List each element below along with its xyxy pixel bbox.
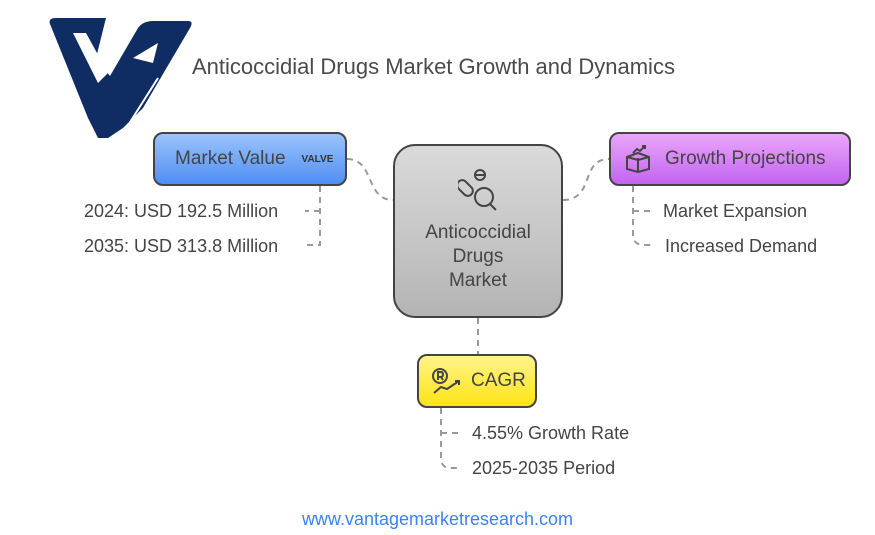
rupee-growth-icon [432, 368, 460, 394]
market-value-label: Market Value [175, 148, 286, 169]
valve-icon: VALVE [301, 153, 334, 165]
center-line2: Drugs [452, 246, 504, 267]
market-value-2035: 2035: USD 313.8 Million [84, 236, 279, 256]
pill-search-icon [458, 169, 497, 211]
box-growth-icon [626, 145, 650, 173]
center-line1: Anticoccidial [425, 222, 531, 243]
growth-projections-label: Growth Projections [665, 148, 826, 169]
cagr-rate: 4.55% Growth Rate [472, 423, 630, 443]
cagr-card: CAGR [417, 354, 537, 408]
market-value-2024: 2024: USD 192.5 Million [84, 201, 279, 221]
center-node: Anticoccidial Drugs Market [393, 144, 563, 318]
market-value-card: Market Value VALVE [153, 132, 347, 186]
growth-item-demand: Increased Demand [665, 236, 818, 256]
center-line3: Market [448, 270, 508, 291]
page-title: Anticoccidial Drugs Market Growth and Dy… [192, 54, 675, 79]
growth-projections-card: Growth Projections [609, 132, 851, 186]
website-link[interactable]: www.vantagemarketresearch.com [301, 509, 574, 529]
cagr-period: 2025-2035 Period [472, 458, 616, 478]
growth-item-expansion: Market Expansion [663, 201, 808, 221]
cagr-label: CAGR [471, 370, 526, 391]
logo-icon [49, 18, 192, 139]
